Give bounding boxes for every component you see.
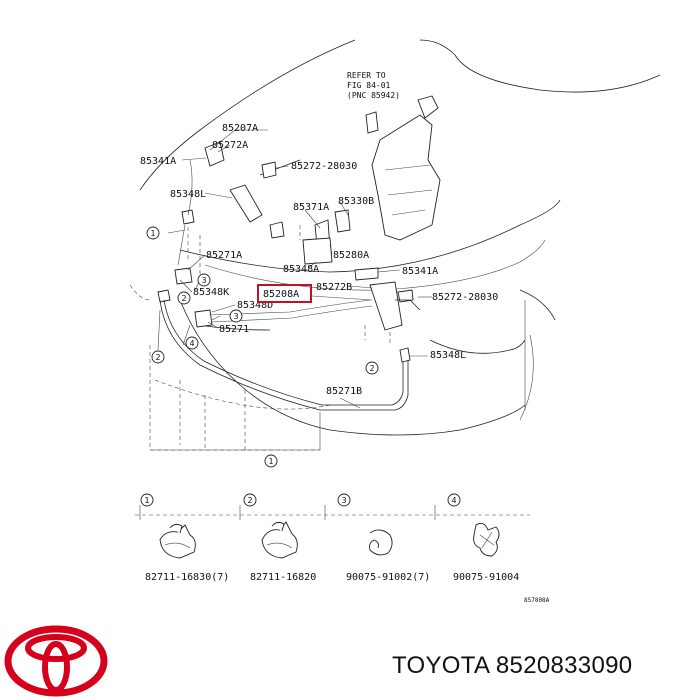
label-85272-28030-right[interactable]: 85272-28030 bbox=[432, 292, 498, 303]
callout-circles: 1 3 2 3 2 4 2 1 bbox=[146, 226, 379, 468]
callout-2-b: 2 bbox=[155, 353, 160, 362]
callout-3-b: 3 bbox=[233, 312, 238, 321]
brand-name: TOYOTA bbox=[392, 652, 489, 679]
detail-part-number-2[interactable]: 82711-16820 bbox=[250, 572, 316, 583]
detail-callout-1: 1 bbox=[144, 496, 149, 505]
label-85348k[interactable]: 85348K bbox=[193, 287, 229, 298]
label-85371a[interactable]: 85371A bbox=[293, 202, 329, 213]
label-85348d[interactable]: 85348D bbox=[237, 300, 273, 311]
drawing-code: 857808A bbox=[524, 597, 550, 604]
label-85348a[interactable]: 85348A bbox=[283, 264, 319, 275]
part-labels: 85207A 85272A 85341A 85272-28030 85348L … bbox=[140, 123, 498, 397]
detail-part-number-3[interactable]: 90075-91002(7) bbox=[346, 572, 430, 583]
label-85207a[interactable]: 85207A bbox=[222, 123, 258, 134]
highlight-box bbox=[257, 284, 312, 303]
detail-part-number-4[interactable]: 90075-91004 bbox=[453, 572, 519, 583]
detail-parts: 1 2 3 4 82711-16830(7) 82711-16820 90075… bbox=[135, 493, 550, 604]
clip-82711-16830-drawing bbox=[159, 523, 196, 559]
reference-note-line-3: (PNC 85942) bbox=[347, 91, 400, 100]
toyota-logo bbox=[4, 625, 108, 697]
clip-90075-91004-drawing bbox=[473, 522, 500, 557]
callout-1-b: 1 bbox=[268, 457, 273, 466]
part-number: 8520833090 bbox=[495, 652, 633, 679]
detail-callout-2: 2 bbox=[247, 496, 252, 505]
label-85341a-left[interactable]: 85341A bbox=[140, 156, 176, 167]
callout-2-c: 2 bbox=[369, 364, 374, 373]
label-85280a[interactable]: 85280A bbox=[333, 250, 369, 261]
brand-part-number-caption: TOYOTA 8520833090 bbox=[392, 652, 632, 680]
label-85348l-right[interactable]: 85348L bbox=[430, 350, 466, 361]
label-85341a-right[interactable]: 85341A bbox=[402, 266, 438, 277]
reference-note: REFER TO FIG 84-01 (PNC 85942) bbox=[347, 71, 400, 100]
label-85272b[interactable]: 85272B bbox=[316, 282, 352, 293]
callout-1-a: 1 bbox=[150, 229, 155, 238]
washer-tank bbox=[371, 114, 441, 241]
callout-2-a: 2 bbox=[181, 294, 186, 303]
label-85272a[interactable]: 85272A bbox=[212, 140, 248, 151]
label-85208a-highlighted[interactable]: 85208A bbox=[263, 289, 299, 300]
label-85271b[interactable]: 85271B bbox=[326, 386, 362, 397]
label-85271[interactable]: 85271 bbox=[219, 324, 249, 335]
detail-callout-4: 4 bbox=[451, 496, 456, 505]
callout-3-a: 3 bbox=[201, 276, 206, 285]
reference-note-line-1: REFER TO bbox=[347, 71, 386, 80]
label-85271a[interactable]: 85271A bbox=[206, 250, 242, 261]
detail-callout-3: 3 bbox=[341, 496, 346, 505]
clip-90075-91002-drawing bbox=[369, 529, 393, 556]
reference-note-line-2: FIG 84-01 bbox=[347, 81, 391, 90]
label-85272-28030-top[interactable]: 85272-28030 bbox=[291, 161, 357, 172]
label-85348l-left[interactable]: 85348L bbox=[170, 189, 206, 200]
callout-4-a: 4 bbox=[189, 339, 194, 348]
body-outlines bbox=[129, 39, 661, 451]
detail-part-number-1[interactable]: 82711-16830(7) bbox=[145, 572, 229, 583]
clip-82711-16820-drawing bbox=[261, 521, 298, 559]
leader-lines bbox=[150, 129, 432, 451]
label-85330b[interactable]: 85330B bbox=[338, 196, 374, 207]
washer-components bbox=[157, 95, 441, 450]
